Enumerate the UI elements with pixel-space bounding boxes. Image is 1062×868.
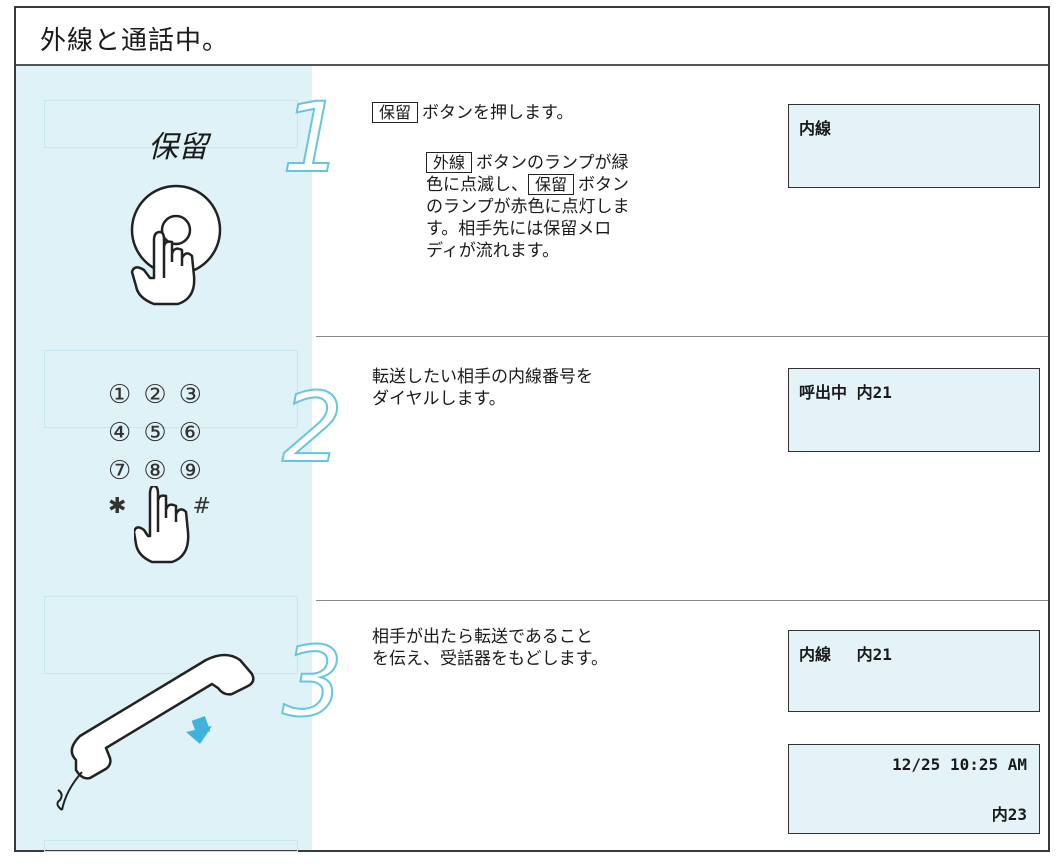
detail-text: 色に点滅し、 — [426, 175, 528, 195]
key-hash: # — [192, 494, 211, 519]
detail-line: ディが流れます。 — [426, 241, 560, 261]
page-title: 外線と通話中。 — [40, 26, 230, 56]
lcd-line: 内線 内21 — [799, 645, 892, 664]
instruction-line: を伝え、受話器をもどします。 — [372, 649, 608, 669]
keypad-row: ① ② ③ — [108, 380, 258, 410]
key-3: ③ — [178, 380, 202, 410]
instruction-line: 転送したい相手の内線番号を — [372, 367, 593, 387]
key-7: ⑦ — [108, 456, 132, 486]
key-9: ⑨ — [178, 456, 202, 486]
lcd-display-3a: 内線 内21 — [788, 630, 1040, 712]
pointing-hand-icon — [134, 486, 190, 564]
detail-line: 色に点滅し、保留ボタン — [426, 174, 716, 196]
lcd-display-1: 内線 — [788, 104, 1040, 188]
step-2-instruction: 転送したい相手の内線番号を ダイヤルします。 — [372, 366, 593, 410]
step-number-1: 1 — [281, 82, 344, 194]
lcd-line: 12/25 10:25 AM — [892, 755, 1027, 774]
step-1-detail: 外線ボタンのランプが緑 色に点滅し、保留ボタン のランプが赤色に点灯しま す。相… — [426, 152, 716, 262]
key-1: ① — [108, 380, 132, 410]
detail-line: 外線ボタンのランプが緑 — [426, 152, 716, 174]
key-8: ⑧ — [143, 456, 167, 486]
key-2: ② — [143, 380, 167, 410]
hold-key-label: 保留 — [372, 102, 419, 123]
instruction-line: 相手が出たら転送であること — [372, 627, 593, 647]
ghost-panel — [44, 840, 298, 852]
ghost-panel — [44, 596, 298, 674]
hold-button-press-icon — [130, 184, 222, 306]
step-1-instruction: 保留ボタンを押します。 — [372, 102, 573, 124]
step-divider — [316, 600, 1048, 601]
lcd-line: 呼出中 内21 — [799, 383, 892, 402]
step-number-2: 2 — [281, 372, 344, 484]
step-1: 保留 1 保留ボタンを押します。 外線ボタンのランプが緑 色に点滅し、保留ボタン… — [16, 66, 1048, 336]
page-frame: 外線と通話中。 保留 1 保留ボタンを押します。 外線ボタンのランプが緑 色に点… — [14, 6, 1050, 852]
step-3: 3 相手が出たら転送であること を伝え、受話器をもどします。 内線 内21 12… — [16, 600, 1048, 850]
lcd-line: 内23 — [991, 805, 1027, 824]
lcd-display-2: 呼出中 内21 — [788, 368, 1040, 452]
detail-line: す。相手先には保留メロ — [426, 219, 612, 239]
instruction-line: ダイヤルします。 — [372, 389, 506, 409]
keypad-row: ⑦ ⑧ ⑨ — [108, 456, 258, 486]
step-3-instruction: 相手が出たら転送であること を伝え、受話器をもどします。 — [372, 626, 608, 670]
lcd-line: 内線 — [799, 119, 832, 138]
keypad-row: ④ ⑤ ⑥ — [108, 418, 258, 448]
step-2: ① ② ③ ④ ⑤ ⑥ ⑦ ⑧ ⑨ ✱ ⓪ # 2 — [16, 336, 1048, 600]
hold-button-label: 保留 — [148, 130, 208, 165]
detail-text: ボタンのランプが緑 — [476, 153, 629, 173]
page-header: 外線と通話中。 — [16, 8, 1048, 66]
step-number-3: 3 — [281, 626, 344, 738]
detail-line: のランプが赤色に点灯しま — [426, 197, 630, 217]
ghost-panel — [44, 100, 298, 148]
key-4: ④ — [108, 418, 132, 448]
key-star: ✱ — [108, 494, 127, 519]
lcd-display-3b: 12/25 10:25 AM 内23 — [788, 744, 1040, 834]
key-6: ⑥ — [178, 418, 202, 448]
step-divider — [316, 336, 1048, 337]
hold-key-label: 保留 — [528, 174, 575, 195]
outside-line-key-label: 外線 — [426, 152, 473, 173]
key-5: ⑤ — [143, 418, 167, 448]
step-1-instruction-text: ボタンを押します。 — [422, 103, 574, 123]
ghost-panel — [44, 350, 298, 428]
handset-icon — [56, 653, 255, 811]
detail-text: ボタン — [578, 175, 630, 195]
